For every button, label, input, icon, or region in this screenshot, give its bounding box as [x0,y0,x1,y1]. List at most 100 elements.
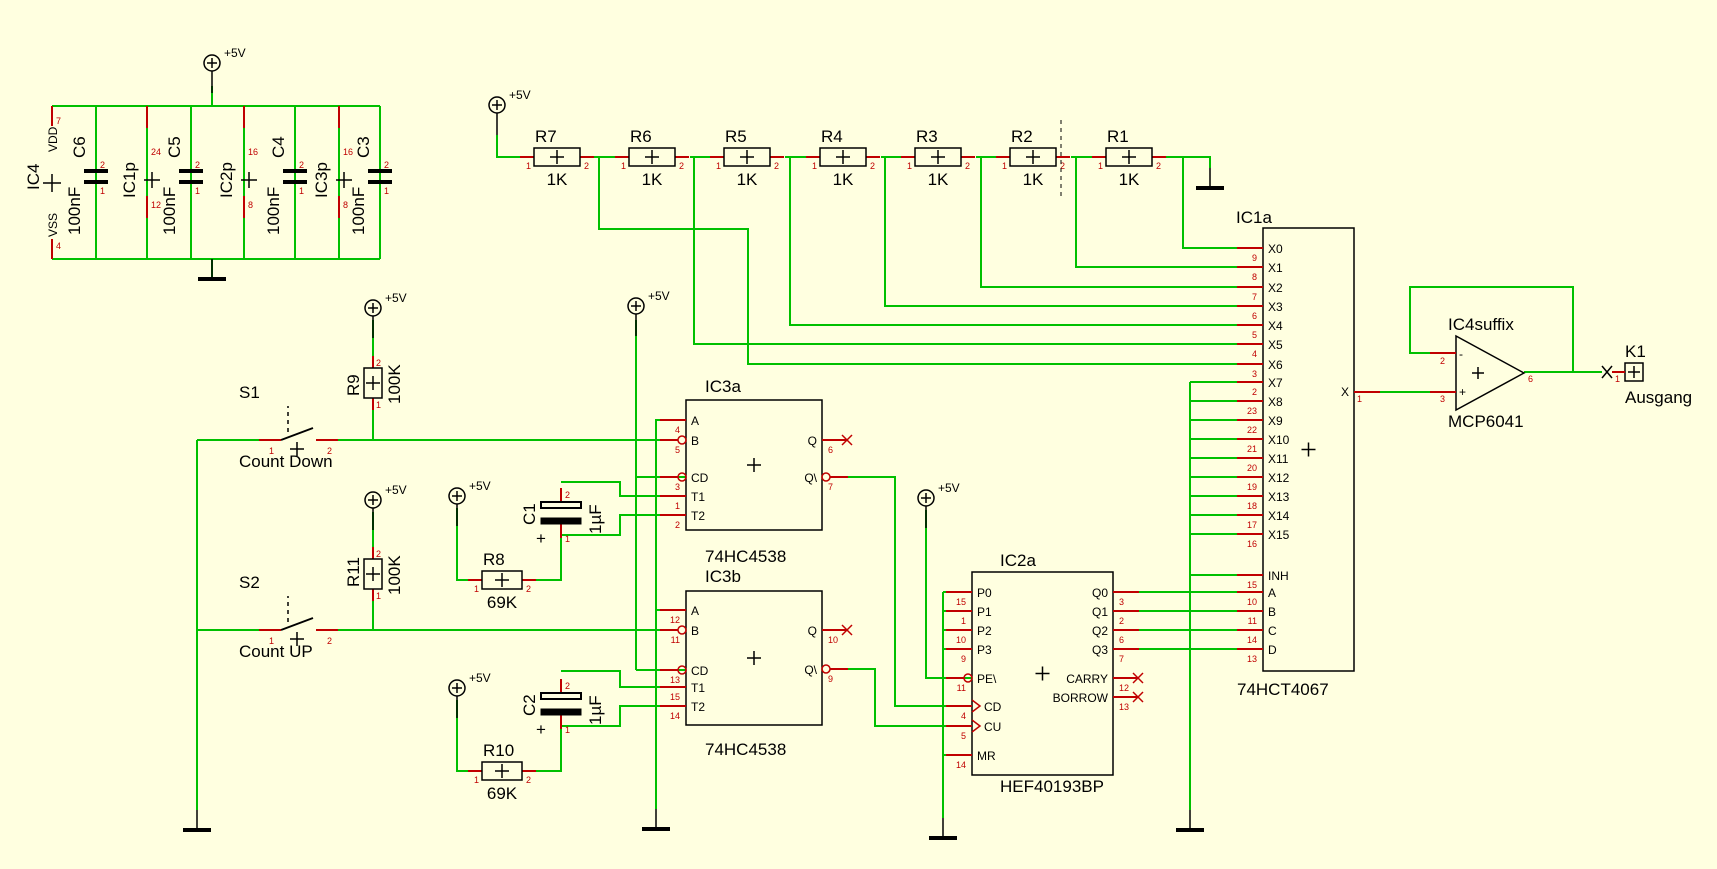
c1-pin2: 2 [565,490,570,500]
ic2a-pin-name: PE\ [977,672,997,686]
r10-body [481,761,523,781]
decoupling-cap-pin: 1 [299,186,304,196]
decoupling-cap-pin: 2 [195,160,200,170]
ic1a-pin-name: X8 [1268,395,1283,409]
ladder-resistor-ref: R2 [1011,127,1033,146]
ic3b-pin-num: 15 [670,692,680,702]
ic1a-type: 74HCT4067 [1237,680,1329,699]
s2-pin2: 2 [327,636,332,646]
r10-pin2: 2 [526,775,531,785]
ic1a-pin-num: 13 [1247,654,1257,664]
ic3-cd-rail-vcc-label: +5V [648,289,670,303]
ic2-pe-vcc-label: +5V [938,481,960,495]
r11-vcc-label: +5V [385,483,407,497]
opamp-pin-plus: 3 [1440,394,1445,404]
ic3a-pin-name: CD [691,471,709,485]
supply-block-pin: 8 [343,200,348,210]
ic3a-pin-nc-mark [841,434,853,446]
ladder-resistor-value: 1K [547,170,568,189]
r11-pin2: 2 [376,549,381,559]
ic2a-pin-num: 10 [956,635,966,645]
ic1a-pin-name: B [1268,605,1276,619]
r11-body [363,558,383,590]
supply-block-pin: 16 [343,147,353,157]
ladder-resistor-body [1105,147,1153,167]
c1-value: 1µF [586,504,605,534]
r8-pin2: 2 [526,584,531,594]
ic3b-pin-name: CD [691,664,709,678]
ic3a-pin-num: 5 [675,445,680,455]
supply-block-ref: IC3p [312,162,331,198]
ladder-vcc-label: +5V [509,88,531,102]
r11-pin1: 1 [376,591,381,601]
ic1a-pin-name: X1 [1268,261,1283,275]
ic1a-pin-num: 21 [1247,444,1257,454]
ic2a-pin-name: P1 [977,605,992,619]
decoupling-cap-pin: 2 [299,160,304,170]
ic1a-pin-name: A [1268,586,1276,600]
c2-value: 1µF [586,695,605,725]
ladder-resistor-value: 1K [833,170,854,189]
ic3b-ref: IC3b [705,567,741,586]
r9-value: 100K [385,364,404,404]
decoupling-cap-pin: 1 [384,186,389,196]
ic2a-pin-name: Q3 [1092,643,1108,657]
ic2a-pin-name: BORROW [1053,691,1109,705]
ic2a-pin-clock-mark [971,719,982,733]
ic1a-pin-name: X4 [1268,319,1283,333]
ladder-resistor-body [628,147,676,167]
ic3b-pin-num: 11 [671,635,680,645]
k1-pin-mark [1601,365,1613,379]
r8-ref: R8 [483,550,505,569]
c2-pin1: 1 [565,725,570,735]
ic2a-pin-num: 9 [961,654,966,664]
c2-plate [540,692,582,700]
r9-body [363,367,383,399]
ic3a-pin-name: T2 [691,509,705,523]
ladder-resistor-body [914,147,962,167]
ladder-resistor-value: 1K [737,170,758,189]
ic3a-pin-name: Q\ [804,471,817,485]
ic1a-body [1262,227,1355,672]
ic2a-pin-nc-mark [1132,672,1144,684]
ic1a-out-name: X [1341,385,1349,399]
ic2a-ref: IC2a [1000,551,1036,570]
ic1a-pin-num: 5 [1252,330,1257,340]
ic1a-pin-num: 18 [1247,501,1257,511]
ic1a-pin-name: X13 [1268,490,1290,504]
components-layer: +5V74IC4VDDVSSC6100nF21C5100nF21C4100nF2… [24,46,1692,840]
ic3a-pin-num: 2 [675,520,680,530]
c2-plate [540,708,582,716]
s1-pin2: 2 [327,446,332,456]
ic1a-pin-name: X2 [1268,281,1283,295]
ic3b-pin-name: B [691,624,699,638]
c2-ref: C2 [520,694,539,716]
ic2a-pin-num: 5 [961,731,966,741]
ic3a-pin-num: 4 [675,425,680,435]
r10-value: 69K [487,784,518,803]
c2-polarity: + [536,720,546,739]
ic3b-pin-inv-bubble [677,665,687,675]
ic2a-pin-name: P3 [977,643,992,657]
ladder-resistor-ref: R7 [535,127,557,146]
decoupling-vcc-label: +5V [224,46,246,60]
ic3a-pin-num: 1 [675,501,680,511]
supply-block-ref: IC1p [120,162,139,198]
r8-body [481,570,523,590]
ladder-resistor-pin2: 2 [679,161,684,171]
r11-value: 100K [385,555,404,595]
ic3b-pin-name: T1 [691,681,705,695]
timing-b-vcc-label: +5V [469,671,491,685]
opamp-type: MCP6041 [1448,412,1524,431]
decoupling-cap-value: 100nF [65,187,84,235]
ic3b-pin-name: Q [808,624,817,638]
ic2a-pin-num: 13 [1119,702,1129,712]
ic3b-pin-num: 10 [828,635,838,645]
ic3a-body [685,399,823,531]
supply-block-ref: IC2p [217,162,236,198]
s1-ref: S1 [239,383,260,402]
ladder-resistor-pin1: 1 [907,161,912,171]
ladder-resistor-pin1: 1 [526,161,531,171]
ic2a-body [971,571,1114,776]
